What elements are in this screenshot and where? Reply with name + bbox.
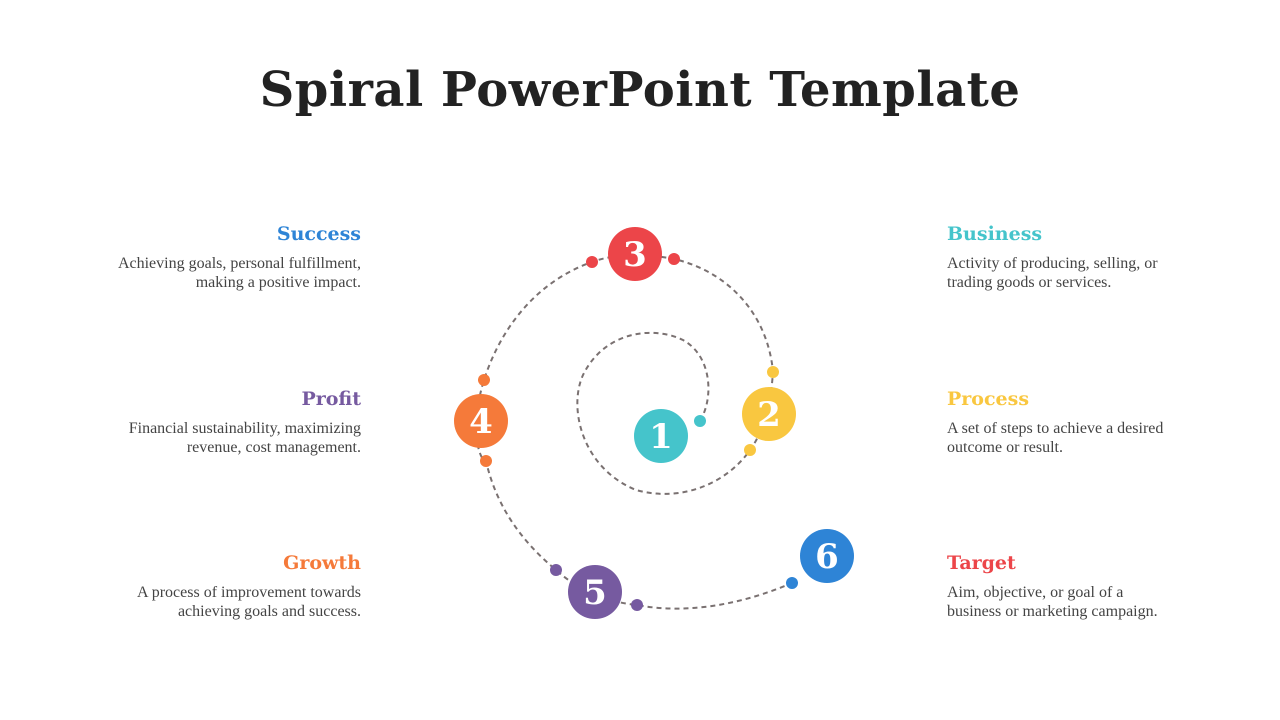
connector-dot bbox=[631, 599, 643, 611]
step-5-number: 5 bbox=[583, 573, 607, 613]
connector-dot bbox=[767, 366, 779, 378]
step-4: 4 bbox=[454, 394, 508, 448]
business-block: Business Activity of producing, selling,… bbox=[947, 222, 1247, 292]
target-heading: Target bbox=[947, 552, 1016, 574]
step-1-number: 1 bbox=[649, 417, 673, 457]
connector-dot bbox=[478, 374, 490, 386]
step-3: 3 bbox=[608, 227, 662, 281]
connector-dot bbox=[668, 253, 680, 265]
connector-dot bbox=[694, 415, 706, 427]
step-6-circle bbox=[800, 529, 854, 583]
success-heading: Success bbox=[276, 223, 361, 245]
business-description: Activity of producing, selling, or tradi… bbox=[947, 255, 1158, 291]
connector-dot bbox=[550, 564, 562, 576]
connector-dot bbox=[480, 455, 492, 467]
process-description: A set of steps to achieve a desired outc… bbox=[947, 420, 1164, 456]
step-4-circle bbox=[454, 394, 508, 448]
step-2-number: 2 bbox=[757, 395, 781, 435]
connector-dot bbox=[586, 256, 598, 268]
target-description: Aim, objective, or goal of a business or… bbox=[947, 584, 1158, 620]
slide-title: Spiral PowerPoint Template bbox=[259, 62, 1021, 118]
step-6: 6 bbox=[800, 529, 854, 583]
step-2: 2 bbox=[742, 387, 796, 441]
growth-block: Growth A process of improvement towards … bbox=[61, 551, 361, 621]
step-3-circle bbox=[608, 227, 662, 281]
success-description: Achieving goals, personal fulfillment, m… bbox=[117, 255, 361, 291]
step-1: 1 bbox=[634, 409, 688, 463]
spiral-path bbox=[475, 254, 793, 610]
step-5: 5 bbox=[568, 565, 622, 619]
profit-block: Profit Financial sustainability, maximiz… bbox=[61, 387, 361, 457]
success-block: Success Achieving goals, personal fulfil… bbox=[61, 222, 361, 292]
step-1-circle bbox=[634, 409, 688, 463]
connector-dot bbox=[744, 444, 756, 456]
process-heading: Process bbox=[947, 388, 1030, 410]
business-heading: Business bbox=[947, 223, 1043, 245]
step-4-number: 4 bbox=[469, 402, 493, 442]
step-5-circle bbox=[568, 565, 622, 619]
step-6-number: 6 bbox=[815, 537, 839, 577]
growth-description: A process of improvement towards achievi… bbox=[137, 584, 361, 620]
process-block: Process A set of steps to achieve a desi… bbox=[947, 387, 1247, 457]
connector-dot bbox=[786, 577, 798, 589]
profit-description: Financial sustainability, maximizing rev… bbox=[128, 420, 361, 456]
step-2-circle bbox=[742, 387, 796, 441]
target-block: Target Aim, objective, or goal of a busi… bbox=[947, 551, 1247, 621]
growth-heading: Growth bbox=[283, 552, 361, 574]
profit-heading: Profit bbox=[301, 388, 361, 410]
step-3-number: 3 bbox=[623, 235, 647, 275]
